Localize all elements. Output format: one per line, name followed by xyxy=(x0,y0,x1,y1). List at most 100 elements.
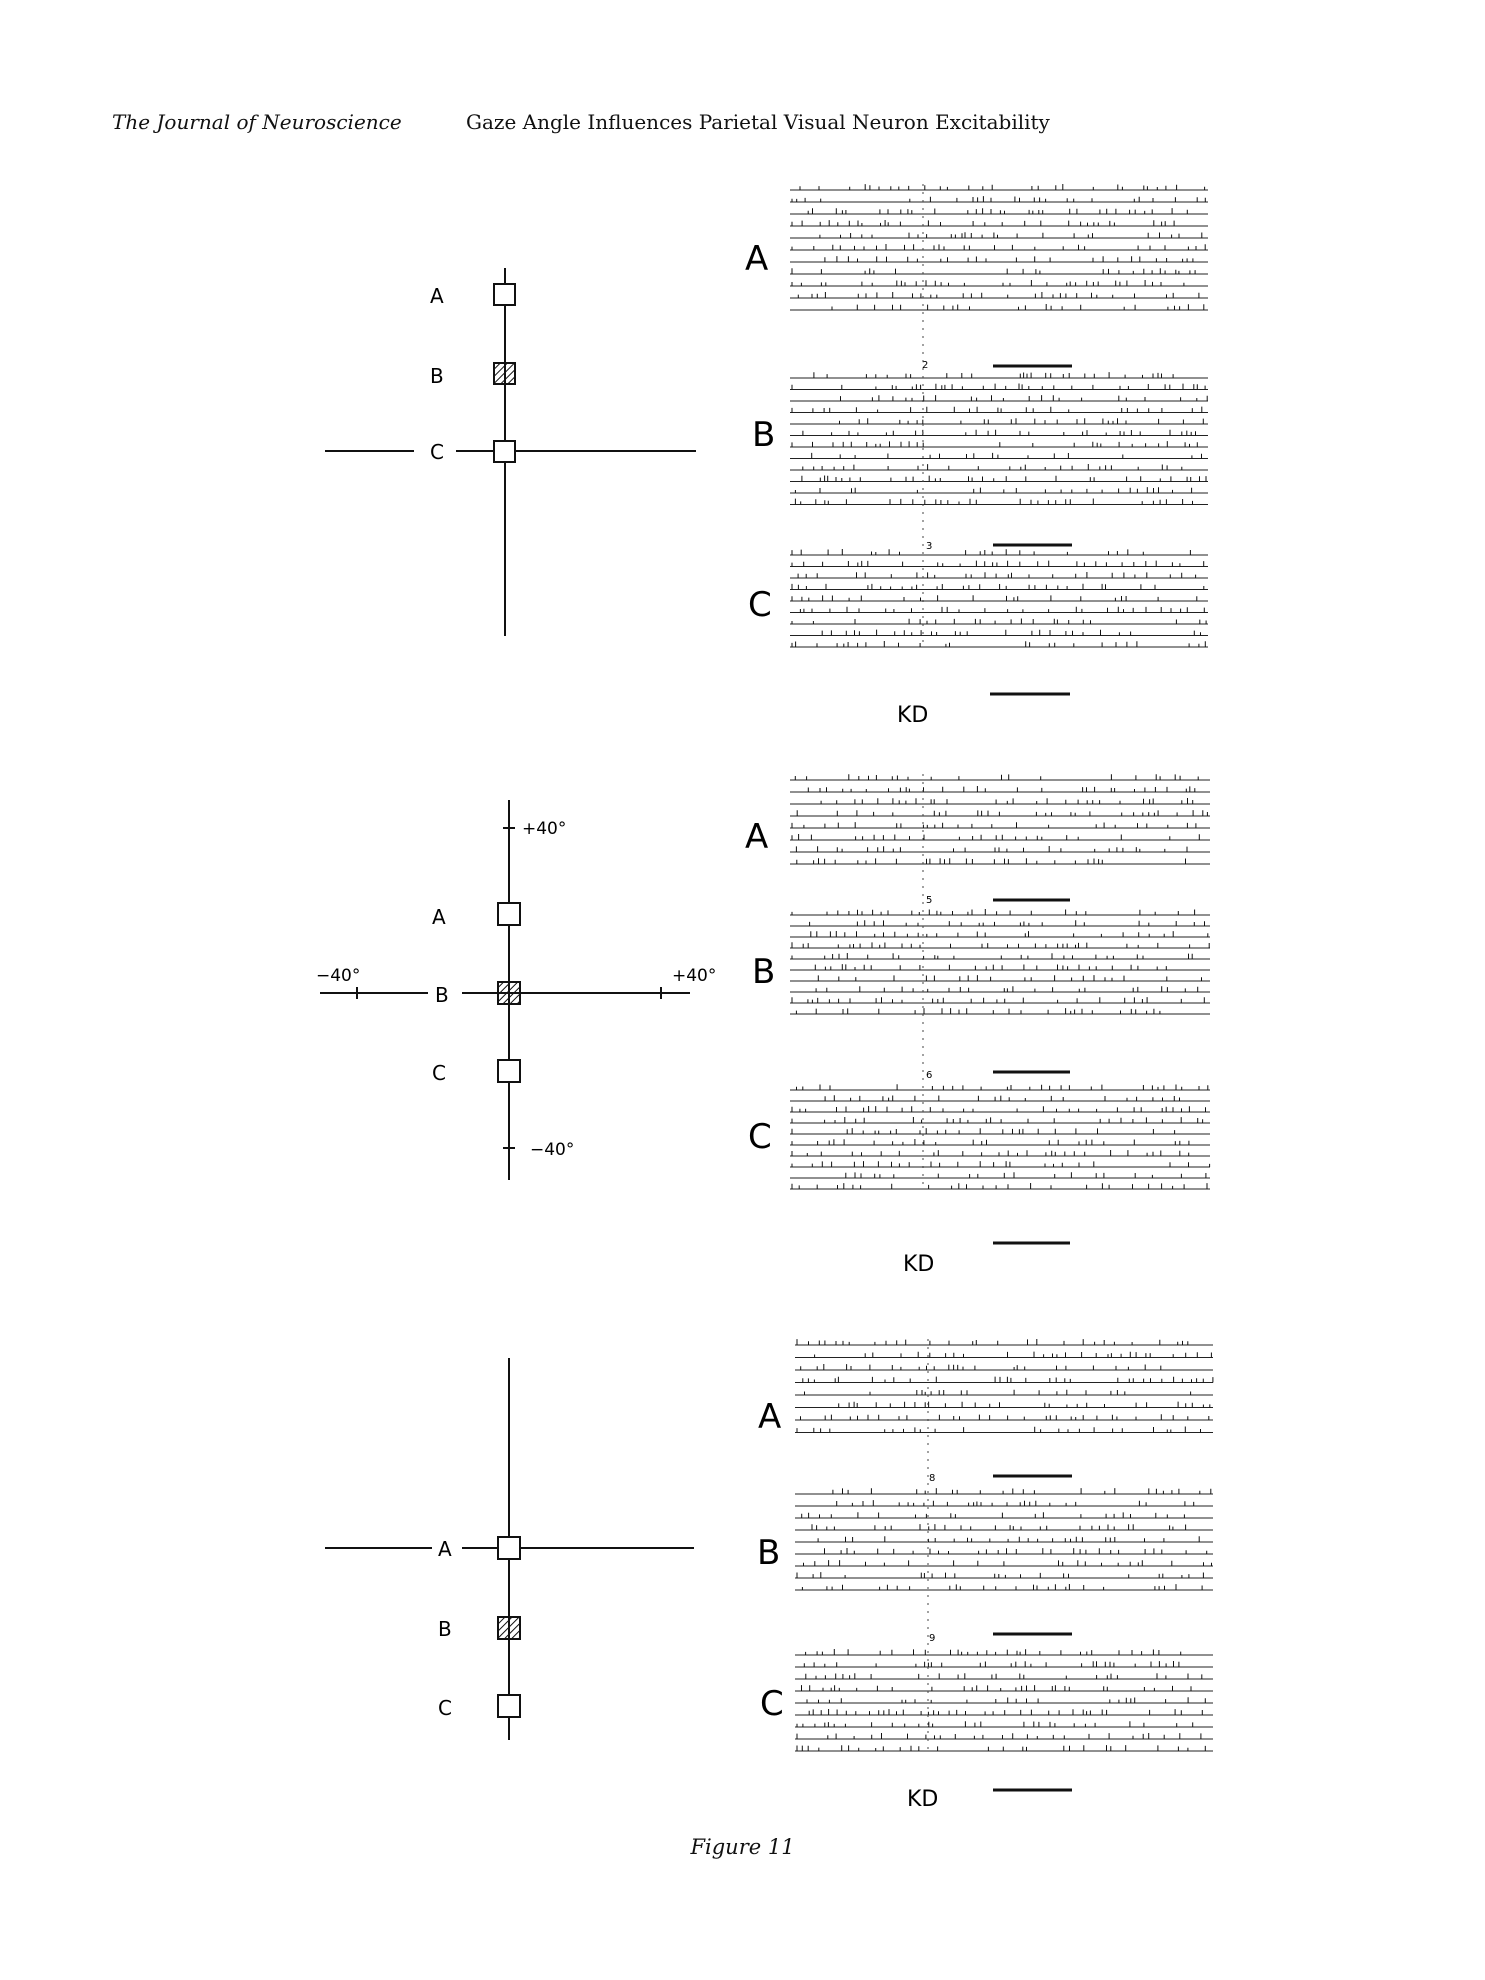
trial-number: 8 xyxy=(929,1473,935,1484)
spike-train xyxy=(821,629,1201,636)
fixation-diagram-2: A B C +40° −40° +40° −40° xyxy=(316,800,716,1180)
trial-number: 6 xyxy=(926,1070,932,1081)
running-title: Gaze Angle Influences Parietal Visual Ne… xyxy=(466,110,1050,134)
spike-train xyxy=(839,418,1204,424)
spike-train xyxy=(791,220,1175,226)
spike-train xyxy=(805,1673,1203,1679)
spike-train xyxy=(791,583,1205,590)
spike-train xyxy=(796,1745,1206,1751)
spike-train xyxy=(810,931,1209,937)
spike-train xyxy=(801,1584,1203,1590)
target-square-c xyxy=(497,1059,521,1083)
spike-train xyxy=(824,1548,1208,1554)
tick-label-top: +40° xyxy=(522,819,566,839)
target-square-c xyxy=(493,440,516,463)
fixation-label-c: C xyxy=(432,1061,446,1085)
spike-train xyxy=(817,1536,1200,1542)
tick-label-right: +40° xyxy=(672,966,716,986)
fixation-label-a: A xyxy=(432,905,446,929)
spike-train xyxy=(815,986,1199,992)
fixation-label-b: B xyxy=(430,364,444,388)
spike-train xyxy=(791,268,1196,274)
tick-label-bottom: −40° xyxy=(530,1140,574,1160)
spike-train xyxy=(814,964,1167,970)
spike-train xyxy=(791,196,1206,202)
spike-train xyxy=(824,256,1194,262)
spike-train xyxy=(817,975,1202,981)
spike-train xyxy=(791,997,1205,1003)
monkey-label: KD xyxy=(907,1787,938,1812)
spike-train xyxy=(791,383,1206,390)
spike-train xyxy=(791,641,1206,647)
fixation-label-b: B xyxy=(438,1617,452,1641)
spike-rasters xyxy=(790,184,1214,1792)
spike-train xyxy=(791,1161,1211,1167)
journal-name: The Journal of Neuroscience xyxy=(112,110,402,134)
spike-train xyxy=(794,774,1199,780)
spike-train xyxy=(791,822,1197,828)
fixation-label-a: A xyxy=(438,1537,452,1561)
figure-caption: Figure 11 xyxy=(690,1835,795,1859)
spike-train xyxy=(805,1649,1182,1655)
target-square-a xyxy=(493,283,516,306)
raster-panel-3 xyxy=(795,1339,1214,1792)
spike-train xyxy=(802,429,1196,436)
spike-train xyxy=(845,1172,1207,1178)
spike-train xyxy=(824,1095,1180,1101)
spike-train xyxy=(794,498,1193,505)
fixation-label-a: A xyxy=(430,284,444,308)
spike-train xyxy=(807,208,1188,214)
raster-panel-1 xyxy=(790,184,1208,696)
spike-train xyxy=(804,1389,1192,1395)
section-label-c: C xyxy=(748,585,772,625)
target-square-a xyxy=(497,902,521,926)
spike-train xyxy=(791,1139,1190,1145)
spike-train xyxy=(800,1414,1210,1420)
spike-train xyxy=(806,1697,1206,1703)
spike-train xyxy=(808,1709,1203,1715)
spike-train xyxy=(819,232,1203,238)
spike-train xyxy=(791,560,1205,567)
trial-number: 2 xyxy=(922,360,928,371)
fixation-diagram-1: A B C xyxy=(325,268,696,636)
raster-panel-2 xyxy=(790,774,1211,1245)
fixation-square-b xyxy=(497,981,521,1005)
spike-train xyxy=(791,1150,1190,1156)
section-label-b: B xyxy=(752,952,775,992)
spike-train xyxy=(791,1183,1208,1189)
spike-train xyxy=(813,372,1174,378)
spike-train xyxy=(796,1426,1201,1433)
raster-labels: A B C 2 3 KD A B C 5 6 KD A B C 8 9 KD xyxy=(745,239,938,1812)
spike-train xyxy=(838,1401,1211,1408)
spike-train xyxy=(791,441,1198,447)
spike-train xyxy=(820,798,1194,804)
spike-train xyxy=(797,292,1200,298)
section-label-a: A xyxy=(745,239,768,279)
spike-train xyxy=(836,1500,1195,1506)
spike-train xyxy=(791,1117,1204,1123)
spike-train xyxy=(791,1106,1206,1112)
spike-train xyxy=(811,1524,1187,1530)
spike-train xyxy=(796,1339,1189,1345)
fixation-label-c: C xyxy=(438,1696,452,1720)
spike-train xyxy=(795,1008,1161,1014)
section-label-b: B xyxy=(752,415,775,455)
spike-train xyxy=(809,920,1205,926)
spike-train xyxy=(803,1661,1180,1667)
fixation-square-b xyxy=(493,362,516,385)
spike-train xyxy=(791,280,1185,286)
trial-number: 5 xyxy=(926,895,932,906)
spike-train xyxy=(791,406,1203,413)
spike-train xyxy=(832,1488,1212,1494)
spike-train xyxy=(807,786,1196,792)
fixation-square-b xyxy=(497,1616,521,1640)
spike-train xyxy=(791,595,1198,601)
section-label-c: C xyxy=(760,1684,784,1724)
spike-train xyxy=(802,464,1183,470)
spike-train xyxy=(802,1376,1214,1383)
spike-train xyxy=(791,834,1200,840)
monkey-label: KD xyxy=(897,703,928,728)
target-square-a xyxy=(497,1536,521,1560)
section-label-b: B xyxy=(757,1533,780,1573)
spike-train xyxy=(801,475,1207,482)
